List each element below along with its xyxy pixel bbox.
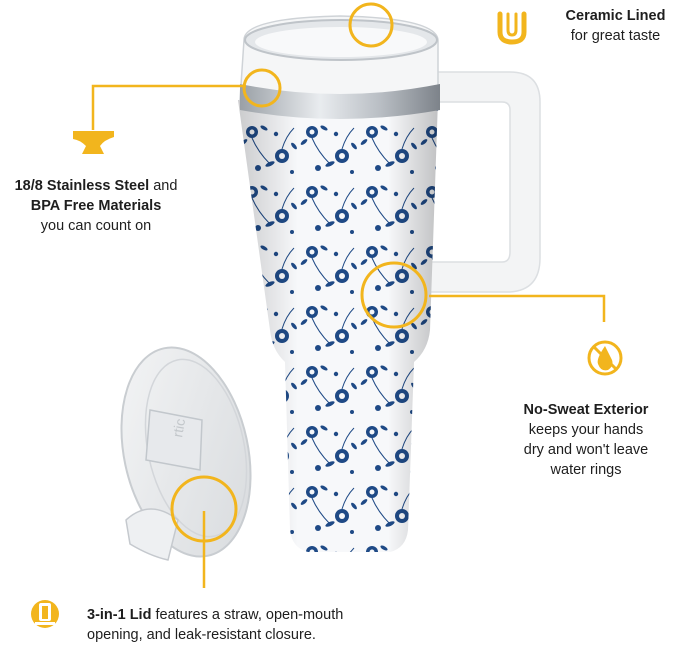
stainless-steel-callout: 18/8 Stainless Steel and BPA Free Materi… (0, 176, 192, 236)
lid-callout: 3-in-1 Lid features a straw, open-mouth … (87, 605, 417, 645)
lid-illustration: rtic (120, 346, 252, 561)
sweat-line3: water rings (550, 462, 622, 478)
steel-title-line1: 18/8 Stainless Steel (14, 178, 150, 194)
steel-subtitle: you can count on (40, 218, 152, 234)
sweat-line2: dry and won't leave (523, 442, 649, 458)
steel-title-line2: BPA Free Materials (30, 198, 162, 214)
steel-and-word: and (149, 178, 178, 194)
lid-line2: opening, and leak-resistant closure. (87, 627, 316, 643)
sweat-title: No-Sweat Exterior (523, 402, 649, 418)
no-drop-icon (587, 340, 623, 376)
ceramic-subtitle: for great taste (570, 28, 661, 44)
ceramic-title: Ceramic Lined (565, 8, 666, 24)
u-shape-cup-icon (497, 11, 527, 45)
lid-icon (31, 600, 59, 628)
lid-line1: features a straw, open-mouth (151, 607, 344, 623)
anvil-icon (73, 131, 114, 154)
sweat-line1: keeps your hands (528, 422, 644, 438)
ceramic-lined-callout: Ceramic Lined for great taste (552, 6, 679, 46)
no-sweat-callout: No-Sweat Exterior keeps your hands dry a… (495, 400, 677, 480)
svg-text:rtic: rtic (169, 417, 188, 438)
lid-title: 3-in-1 Lid (87, 607, 152, 623)
